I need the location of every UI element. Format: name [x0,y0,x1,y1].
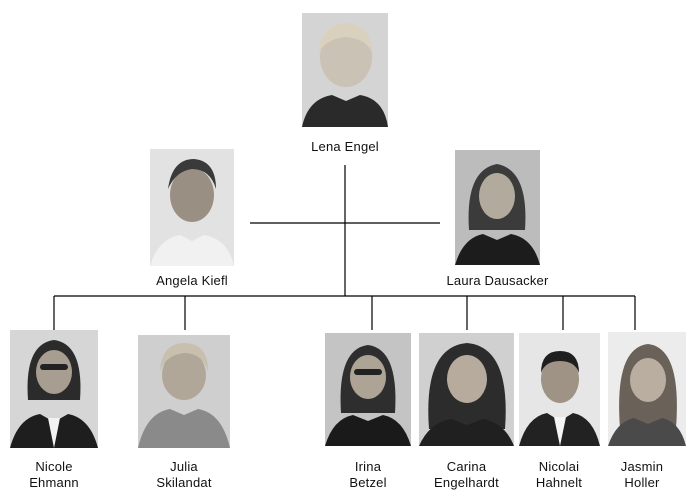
photo-nicole-ehmann [10,330,98,448]
name-jasmin-holler: Jasmin Holler [620,459,664,490]
portrait-icon [325,333,411,446]
name-angela-kiefl: Angela Kiefl [156,273,228,288]
portrait-icon [138,335,230,448]
portrait-icon [519,333,600,446]
portrait-icon [150,149,234,266]
name-irina-betzel: Irina Betzel [349,459,387,490]
name-julia-skilandat: Julia Skilandat [156,459,212,490]
name-laura-dausacker: Laura Dausacker [446,273,549,288]
photo-lena-engel [302,13,388,127]
photo-irina-betzel [325,333,411,446]
portrait-icon [455,150,540,265]
photo-laura-dausacker [455,150,540,265]
photo-carina-engelhardt [419,333,514,446]
portrait-icon [10,330,98,448]
photo-nicolai-hahnelt [519,333,600,446]
photo-julia-skilandat [138,335,230,448]
portrait-icon [419,333,514,446]
name-lena-engel: Lena Engel [311,139,379,154]
name-nicolai-hahnelt: Nicolai Hahnelt [535,459,583,490]
portrait-icon [302,13,388,127]
name-nicole-ehmann: Nicole Ehmann [29,459,79,490]
portrait-icon [608,332,686,446]
photo-jasmin-holler [608,332,686,446]
photo-angela-kiefl [150,149,234,266]
name-carina-engelhardt: Carina Engelhardt [434,459,499,490]
